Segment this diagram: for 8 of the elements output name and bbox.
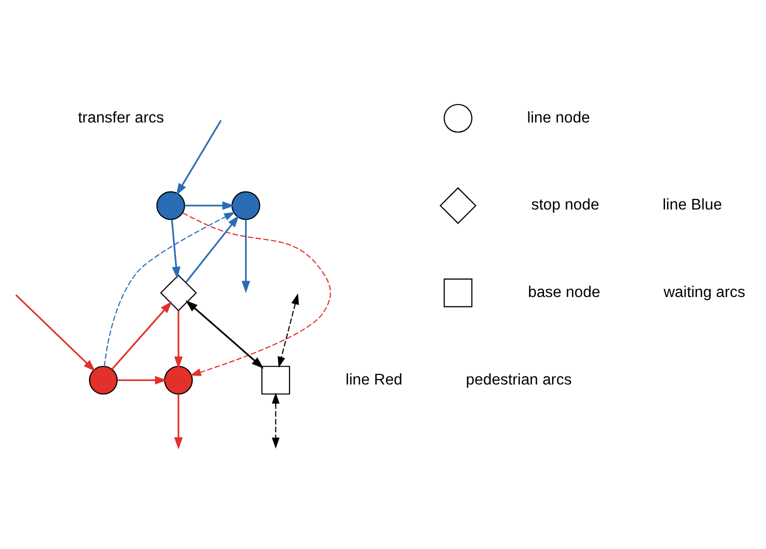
legend-label: base node [528,283,600,300]
label: line Blue [662,196,722,214]
label: line Red [346,370,402,388]
label: transfer arcs [78,108,164,126]
legend-label: stop node [531,196,600,214]
label: waiting arcs [664,283,746,300]
label: pedestrian arcs [466,370,572,388]
legend-label: line node [527,108,590,126]
